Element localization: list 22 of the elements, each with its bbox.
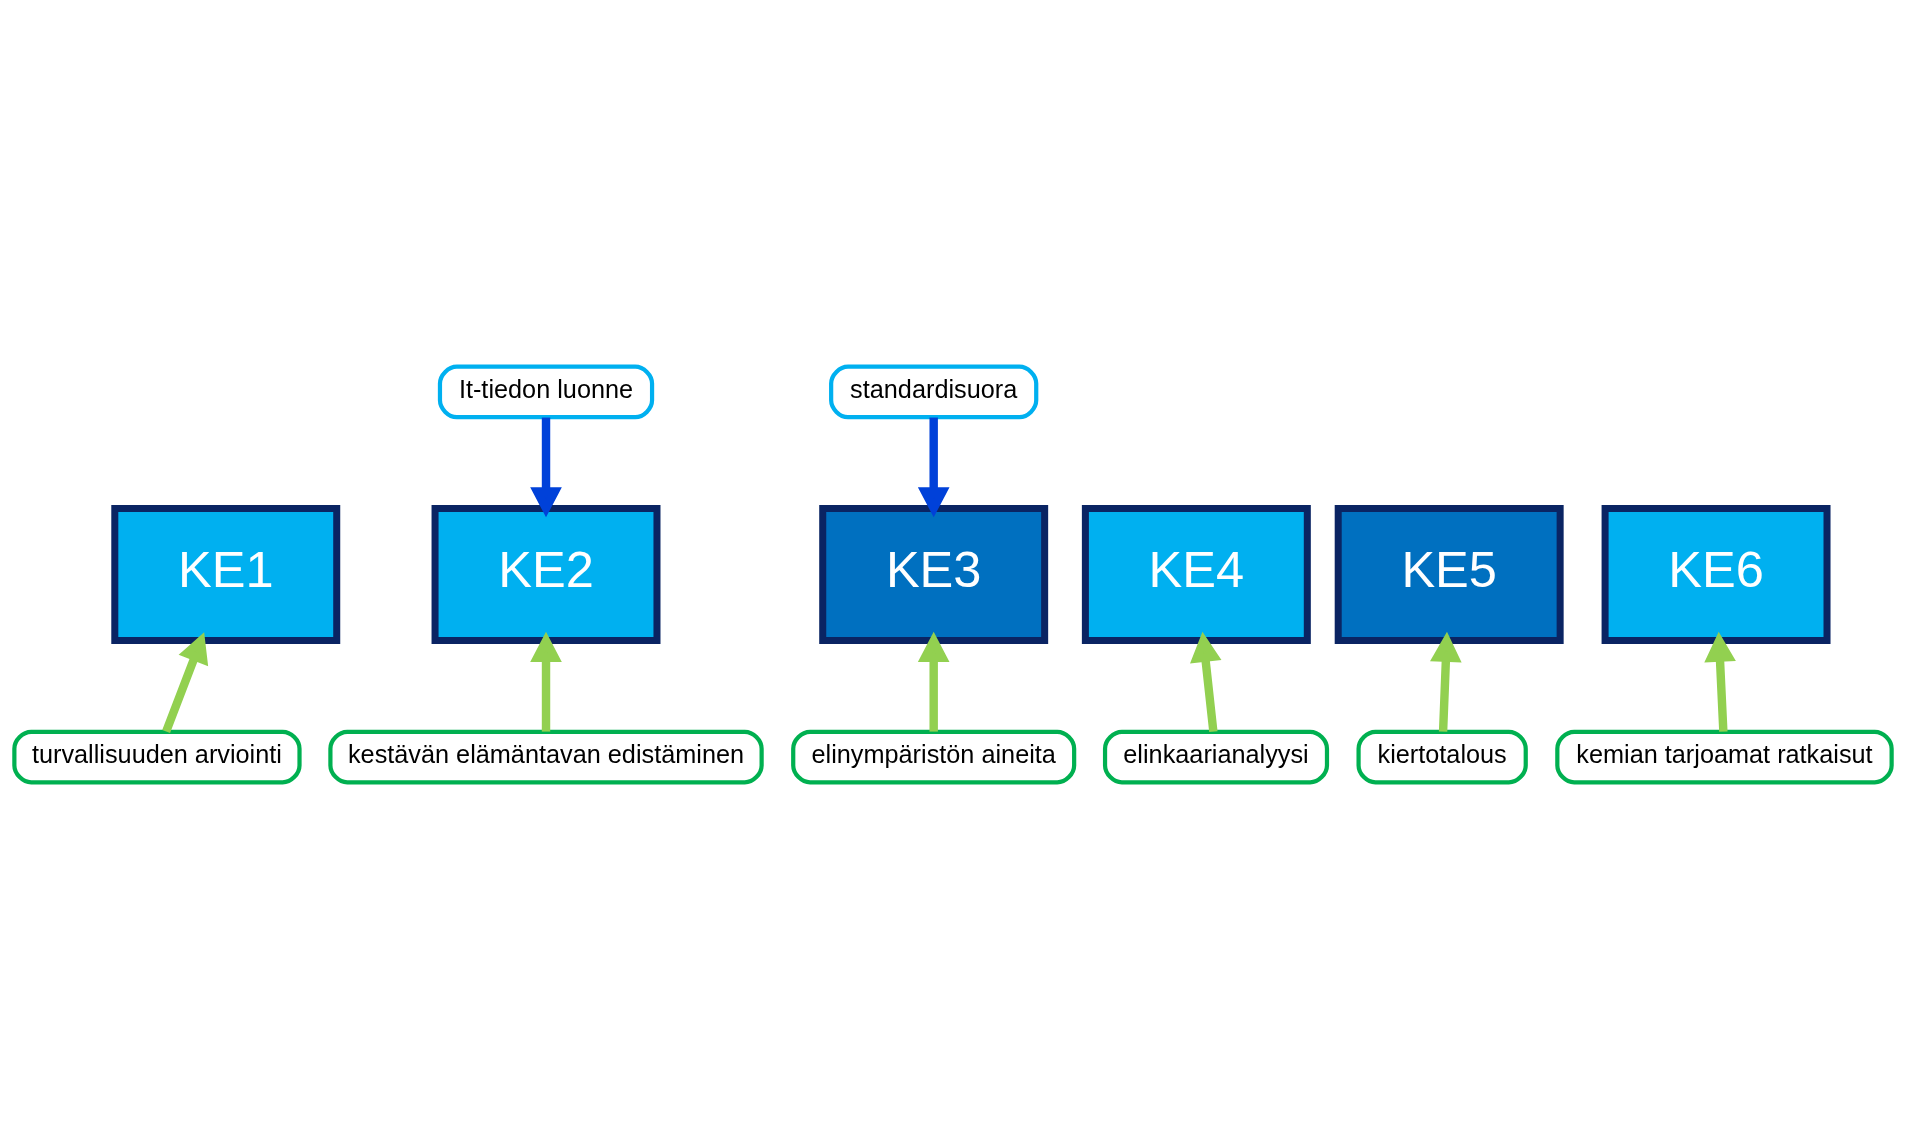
arrow <box>162 631 209 733</box>
node-box: KE4 <box>1081 504 1311 644</box>
node-box: KE3 <box>819 504 1049 644</box>
arrow <box>530 631 562 732</box>
arrow <box>917 631 950 732</box>
node-box: turvallisuuden arviointi <box>12 729 302 784</box>
arrow <box>530 417 562 517</box>
arrow <box>1704 631 1736 732</box>
node-box: KE2 <box>431 504 661 644</box>
node-box: kiertotalous <box>1356 729 1528 784</box>
arrow <box>1430 631 1462 732</box>
node-box: standardisuora <box>829 364 1039 419</box>
arrow <box>917 417 950 517</box>
arrow <box>1190 631 1222 732</box>
node-box: elinympäristön aineita <box>791 729 1077 784</box>
node-box: kemian tarjoamat ratkaisut <box>1555 729 1894 784</box>
node-box: KE6 <box>1601 504 1831 644</box>
node-box: KE1 <box>111 504 341 644</box>
node-box: KE5 <box>1334 504 1564 644</box>
node-box: elinkaarianalyysi <box>1102 729 1330 784</box>
node-box: It-tiedon luonne <box>437 364 655 419</box>
node-box: kestävän elämäntavan edistäminen <box>328 729 764 784</box>
